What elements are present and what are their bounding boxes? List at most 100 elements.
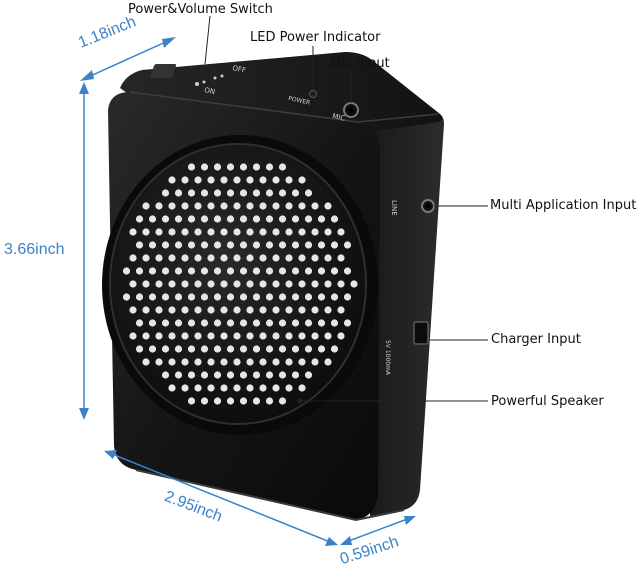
grill-hole [278, 215, 287, 223]
grill-hole [278, 371, 287, 379]
grill-hole [187, 189, 196, 197]
grill-hole [259, 280, 267, 288]
grill-hole [278, 345, 287, 353]
grill-hole [330, 215, 339, 223]
grill-hole [213, 163, 222, 171]
grill-hole [142, 358, 150, 366]
grill-hole [246, 384, 254, 392]
grill-hole [174, 345, 183, 353]
label-charger-input: Charger Input [491, 332, 581, 347]
grill-hole [343, 319, 352, 327]
grill-hole [213, 189, 222, 197]
grill-hole [278, 267, 287, 275]
grill-hole [200, 267, 209, 275]
grill-hole [168, 176, 176, 184]
grill-hole [259, 228, 267, 236]
dimension-height: 3.66inch [4, 241, 65, 258]
grill-hole [226, 189, 235, 197]
grill-hole [148, 319, 157, 327]
grill-hole [324, 202, 332, 210]
grill-hole [161, 215, 170, 223]
grill-hole [330, 267, 339, 275]
grill-hole [129, 306, 137, 314]
grill-hole [213, 267, 222, 275]
marking-charger-spec: 5V 1000mA [384, 340, 391, 376]
grill-hole [233, 176, 241, 184]
grill-hole [278, 293, 287, 301]
grill-hole [246, 228, 254, 236]
grill-hole [239, 163, 248, 171]
grill-hole [220, 384, 228, 392]
grill-hole [272, 280, 280, 288]
grill-hole [161, 189, 170, 197]
grill-hole [226, 215, 235, 223]
grill-hole [168, 332, 176, 340]
grill-hole [239, 215, 248, 223]
grill-hole [324, 228, 332, 236]
grill-hole [233, 254, 241, 262]
grill-hole [246, 332, 254, 340]
grill-hole [265, 163, 274, 171]
grill-hole [226, 319, 235, 327]
grill-hole [324, 254, 332, 262]
grill-hole [259, 332, 267, 340]
grill-hole [200, 397, 209, 405]
grill-hole [187, 215, 196, 223]
leader-lines [204, 15, 488, 404]
grill-hole [285, 202, 293, 210]
grill-hole [213, 293, 222, 301]
indicator-dot [195, 82, 199, 86]
grill-hole [135, 293, 144, 301]
grill-hole [220, 254, 228, 262]
speaker-grill [102, 135, 378, 435]
grill-hole [246, 280, 254, 288]
grill-hole [239, 371, 248, 379]
dimension-arrows [79, 37, 416, 546]
grill-hole [337, 332, 345, 340]
grill-hole [174, 293, 183, 301]
grill-hole [265, 241, 274, 249]
grill-hole [207, 176, 215, 184]
grill-hole [135, 345, 144, 353]
grill-hole [187, 163, 196, 171]
grill-hole [220, 280, 228, 288]
grill-hole [285, 306, 293, 314]
height-arrow [79, 82, 89, 420]
grill-hole [220, 228, 228, 236]
grill-hole [317, 241, 326, 249]
grill-hole [155, 202, 163, 210]
grill-hole [207, 280, 215, 288]
grill-hole [233, 332, 241, 340]
grill-hole [252, 319, 261, 327]
grill-hole [298, 358, 306, 366]
grill-hole [200, 215, 209, 223]
grill-hole [122, 267, 131, 275]
grill-hole [142, 332, 150, 340]
grill-hole [343, 241, 352, 249]
grill-hole [207, 202, 215, 210]
grill-hole [324, 358, 332, 366]
grill-holes [122, 163, 358, 405]
grill-hole [194, 280, 202, 288]
grill-hole [213, 371, 222, 379]
grill-hole [259, 384, 267, 392]
grill-hole [298, 332, 306, 340]
grill-hole [311, 228, 319, 236]
device-markings: OFF ON POWER MIC LINE 5V 1000mA [204, 64, 398, 376]
leader-power-switch [204, 15, 211, 65]
grill-hole [200, 371, 209, 379]
marking-off: OFF [232, 64, 247, 75]
grill-hole [343, 293, 352, 301]
grill-hole [194, 228, 202, 236]
grill-hole [187, 241, 196, 249]
grill-hole [291, 319, 300, 327]
width-arrow [104, 450, 338, 546]
grill-hole [122, 293, 131, 301]
grill-hole [142, 254, 150, 262]
grill-hole [226, 241, 235, 249]
grill-hole [304, 345, 313, 353]
grill-hole [324, 280, 332, 288]
grill-hole [135, 267, 144, 275]
grill-hole [148, 215, 157, 223]
grill-hole [278, 241, 287, 249]
